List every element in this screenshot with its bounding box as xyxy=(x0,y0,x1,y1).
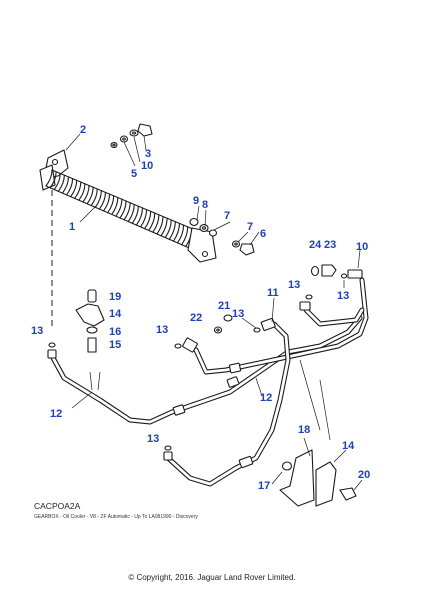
callout-23: 23 xyxy=(324,239,336,251)
adaptor-fittings xyxy=(310,264,348,279)
cooler-corrugation xyxy=(98,191,106,210)
cooler-corrugation xyxy=(74,181,82,199)
callout-5: 10 xyxy=(141,160,153,172)
callout-15: 15 xyxy=(109,339,121,351)
cooler-fixings-right xyxy=(189,217,255,256)
callout-13a: 13 xyxy=(288,279,300,291)
cooler-corrugation xyxy=(78,183,86,201)
cooler-corrugation xyxy=(168,221,176,240)
cooler-corrugation xyxy=(131,205,139,224)
cooler-corrugation xyxy=(123,202,131,221)
callout-18: 18 xyxy=(298,424,310,436)
hose-clip-left xyxy=(75,289,105,353)
cooler-corrugation xyxy=(103,193,111,212)
cooler-corrugation xyxy=(156,215,164,235)
cooler-corrugation xyxy=(45,169,53,187)
cooler-corrugation xyxy=(94,190,102,208)
callout-24: 24 xyxy=(309,239,322,251)
copyright-notice: © Copyright, 2016. Jaguar Land Rover Lim… xyxy=(128,573,296,582)
oil-cooler-hoses xyxy=(49,277,369,487)
cooler-corrugation xyxy=(127,203,135,223)
callout-13c: 13 xyxy=(232,308,244,320)
callout-14a: 14 xyxy=(109,308,122,320)
cooler-corrugation xyxy=(82,184,90,203)
cooler-corrugation xyxy=(135,207,143,226)
callout-13b: 13 xyxy=(337,290,349,302)
callout-6: 6 xyxy=(260,228,266,240)
cooler-corrugation xyxy=(160,217,168,237)
cooler-corrugation xyxy=(66,178,74,196)
cooler-corrugation xyxy=(115,198,123,217)
callout-17: 19 xyxy=(109,291,121,303)
callout-labels: 2 3 10 5 1 9 8 7 7 6 24 23 10 13 13 11 1… xyxy=(31,124,370,492)
callout-7a: 7 xyxy=(224,210,230,222)
cooler-corrugation xyxy=(152,214,160,233)
cooler-corrugation xyxy=(57,174,65,192)
cooler-corrugation xyxy=(177,224,185,244)
cooler-corrugation xyxy=(144,210,152,230)
callout-14b: 14 xyxy=(342,440,355,452)
callout-11: 11 xyxy=(267,287,279,299)
callout-7b: 7 xyxy=(247,221,253,233)
cooler-corrugation xyxy=(148,212,156,231)
cooler-corrugation xyxy=(53,172,61,191)
cooler-corrugation xyxy=(111,197,119,215)
cooler-corrugation xyxy=(140,209,148,228)
cooler-corrugation xyxy=(107,195,115,214)
callout-9: 9 xyxy=(193,195,199,207)
diagram-reference-code: CACPOA2A xyxy=(34,501,81,511)
small-nuts xyxy=(213,314,233,334)
cooler-corrugation xyxy=(49,171,57,189)
cooler-corrugation xyxy=(70,179,78,198)
callout-16: 16 xyxy=(109,326,121,338)
cooler-corrugation xyxy=(181,226,189,246)
cooler-corrugation xyxy=(119,200,127,219)
o-rings xyxy=(48,294,313,451)
callout-19: 20 xyxy=(358,469,370,481)
callout-1: 1 xyxy=(69,221,75,233)
cooler-corrugation xyxy=(61,176,69,194)
cooler-corrugation xyxy=(172,222,180,242)
hose-bracket-right xyxy=(279,449,357,507)
callout-12a: 12 xyxy=(260,392,272,404)
callout-8: 8 xyxy=(202,199,208,211)
oil-cooler xyxy=(39,149,217,263)
callout-3: 3 xyxy=(145,148,151,160)
callout-21: 21 xyxy=(218,300,230,312)
callout-10: 10 xyxy=(356,241,368,253)
cooler-corrugation xyxy=(86,186,94,205)
callout-2: 2 xyxy=(80,124,86,136)
callout-12b: 12 xyxy=(50,408,62,420)
cooler-corrugation xyxy=(90,188,98,207)
callout-4: 5 xyxy=(131,168,137,180)
callout-13f: 13 xyxy=(147,433,159,445)
cooler-fixings-top xyxy=(110,123,153,149)
callout-13d: 13 xyxy=(31,325,43,337)
callout-13e: 13 xyxy=(156,324,168,336)
cooler-corrugation xyxy=(164,219,172,239)
diagram-caption: GEARBOX - Oil Cooler - V8 - ZF Automatic… xyxy=(34,514,198,520)
hose-fittings xyxy=(47,269,363,469)
leader-lines xyxy=(65,133,363,491)
callout-22: 22 xyxy=(190,312,202,324)
callout-20: 17 xyxy=(258,480,270,492)
